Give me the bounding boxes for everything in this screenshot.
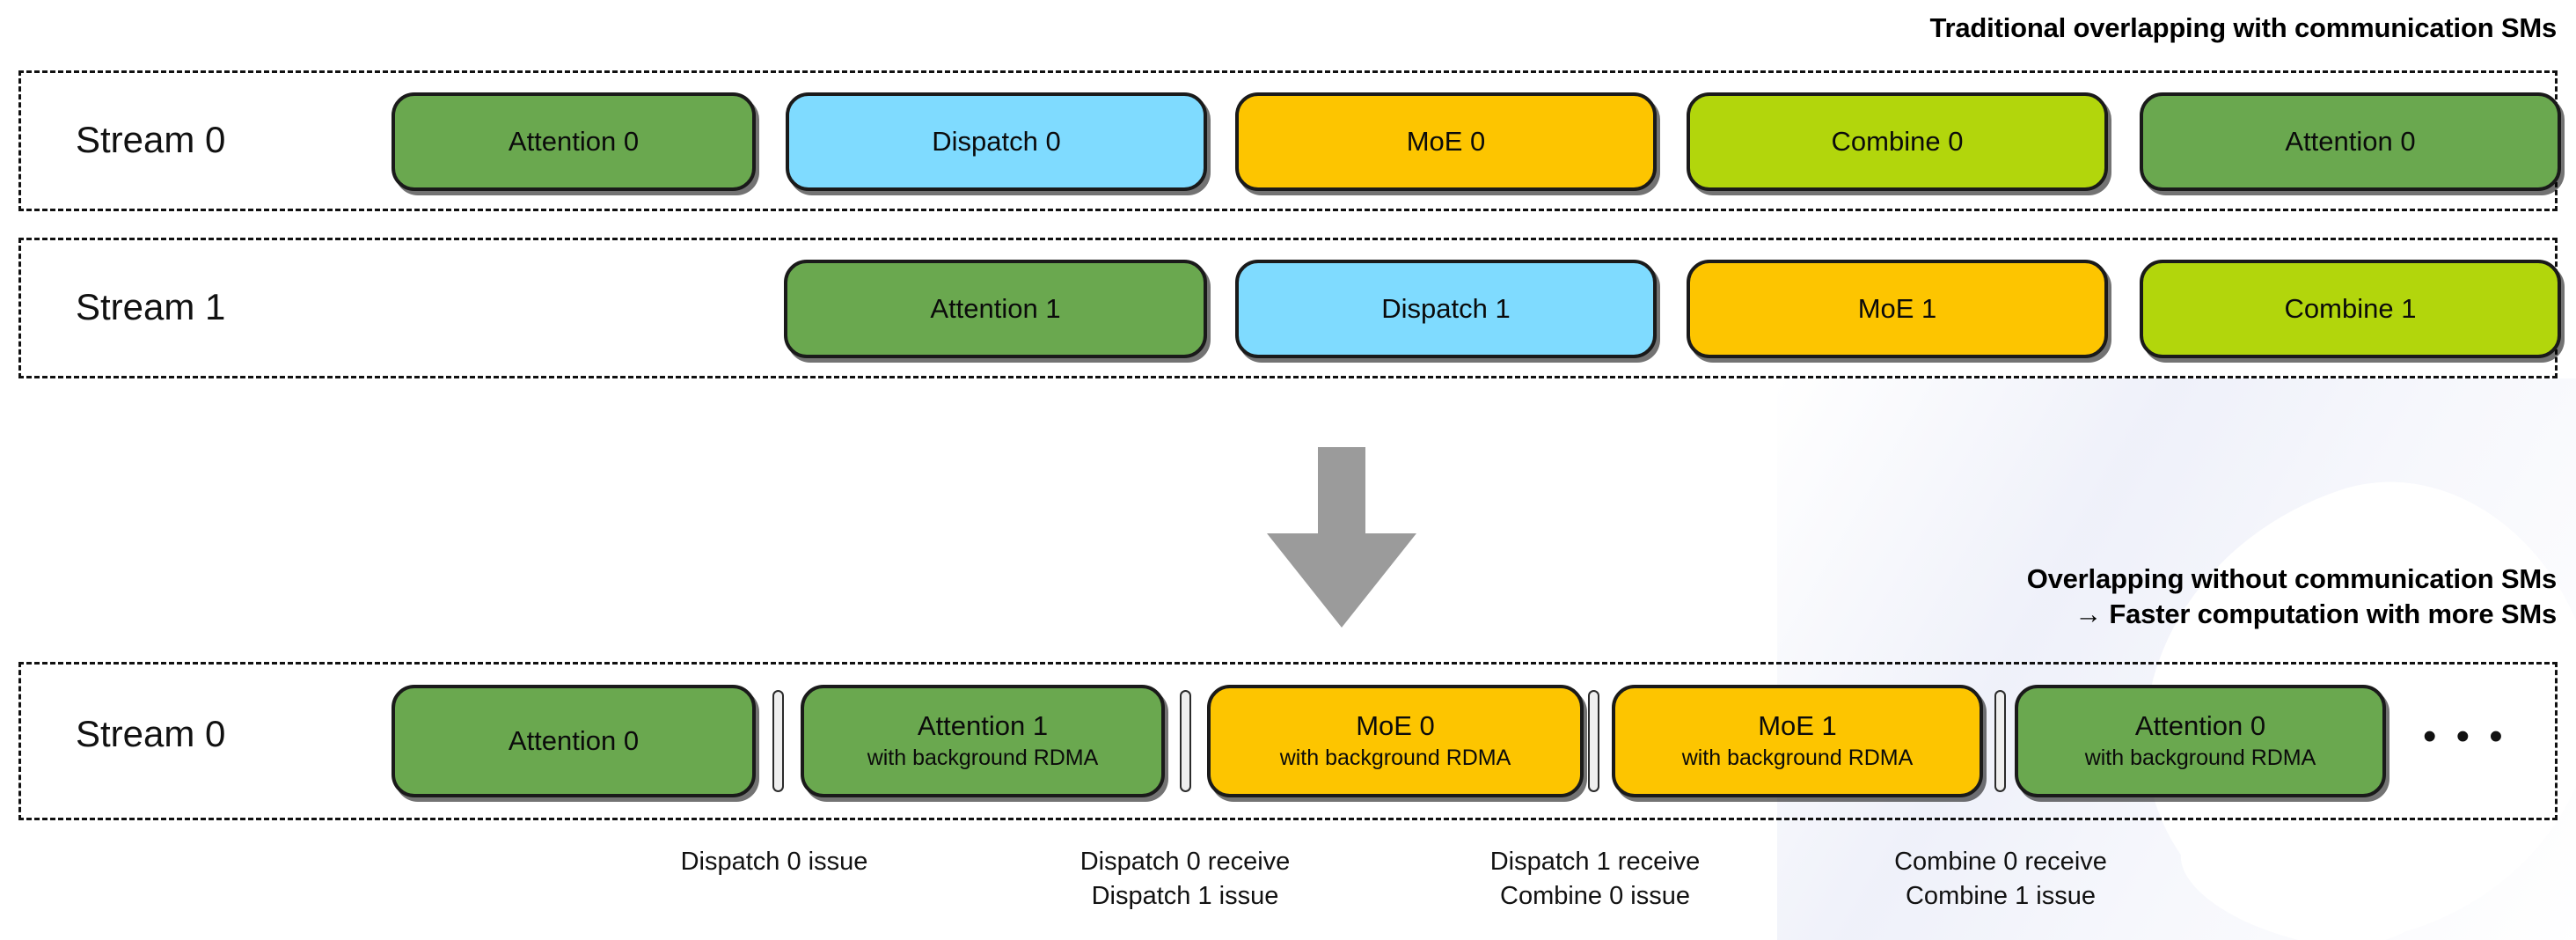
event-annotation-2: Dispatch 1 receive Combine 0 issue: [1489, 848, 1701, 910]
task-block-title: Attention 1: [930, 292, 1061, 324]
task-block[interactable]: Attention 0 with background RDMA: [2015, 685, 2386, 797]
stream-separator-2: [1588, 690, 1599, 792]
task-block[interactable]: Attention 0: [2140, 92, 2561, 191]
task-block[interactable]: MoE 0 with background RDMA: [1207, 685, 1584, 797]
event-annotation-0: Dispatch 0 issue: [680, 848, 868, 876]
stream-label-0: Stream 0: [76, 119, 226, 160]
top-section-title: Traditional overlapping with communicati…: [1929, 12, 2558, 43]
task-block[interactable]: Dispatch 0: [786, 92, 1207, 191]
task-block-title: Dispatch 1: [1381, 292, 1511, 324]
stream-separator-3: [1994, 690, 2006, 792]
task-block-subtitle: with background RDMA: [867, 745, 1099, 771]
task-block-title: Attention 0: [508, 724, 640, 756]
task-block-title: Attention 0: [508, 125, 640, 157]
task-block[interactable]: MoE 1 with background RDMA: [1612, 685, 1983, 797]
task-block[interactable]: Attention 0: [392, 92, 756, 191]
down-arrow-icon: [1267, 447, 1416, 628]
stream-label-1: Stream 1: [76, 286, 226, 327]
task-block-title: Attention 1: [917, 710, 1049, 742]
task-block[interactable]: Dispatch 1: [1235, 260, 1657, 358]
task-block-title: MoE 0: [1406, 125, 1486, 157]
task-block-title: Attention 0: [2134, 710, 2266, 742]
task-block[interactable]: Attention 1: [784, 260, 1207, 358]
event-annotation-1: Dispatch 0 receive Dispatch 1 issue: [1079, 848, 1291, 910]
task-block-title: Dispatch 0: [932, 125, 1061, 157]
task-block-title: Attention 0: [2285, 125, 2416, 157]
task-block[interactable]: Attention 0: [392, 685, 756, 797]
task-block-subtitle: with background RDMA: [1279, 745, 1511, 771]
stream-separator-1: [1180, 690, 1191, 792]
task-block-title: MoE 0: [1356, 710, 1435, 742]
task-block-subtitle: with background RDMA: [2084, 745, 2316, 771]
stream-separator-0: [772, 690, 784, 792]
task-block[interactable]: Combine 0: [1687, 92, 2108, 191]
task-block-title: MoE 1: [1857, 292, 1937, 324]
task-block-title: Combine 1: [2284, 292, 2417, 324]
task-block-subtitle: with background RDMA: [1681, 745, 1914, 771]
bottom-section-title: Overlapping without communication SMs → …: [2026, 563, 2558, 630]
task-block[interactable]: MoE 1: [1687, 260, 2108, 358]
task-block[interactable]: Attention 1 with background RDMA: [801, 685, 1165, 797]
task-block[interactable]: MoE 0: [1235, 92, 1657, 191]
stream-label-2: Stream 0: [76, 713, 226, 754]
task-block[interactable]: Combine 1: [2140, 260, 2561, 358]
task-block-title: MoE 1: [1758, 710, 1837, 742]
continuation-ellipsis: • • •: [2423, 715, 2507, 758]
event-annotation-3: Combine 0 receive Combine 1 issue: [1894, 848, 2107, 910]
task-block-title: Combine 0: [1831, 125, 1964, 157]
